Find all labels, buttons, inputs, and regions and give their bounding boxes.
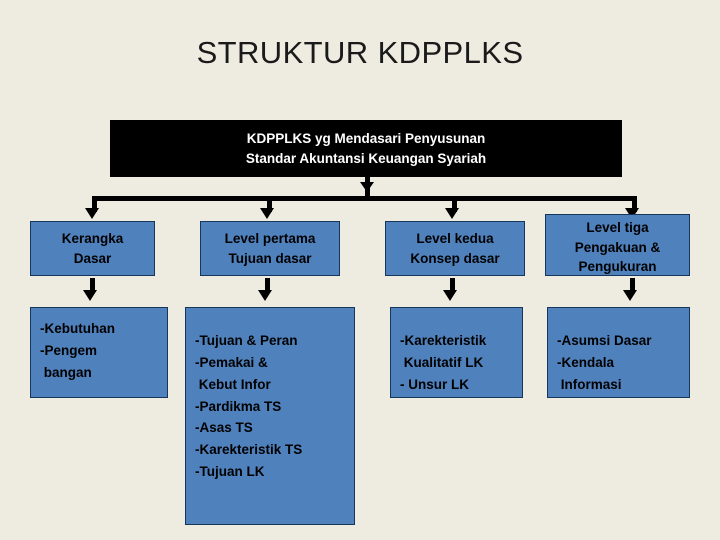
connector-drop-line-4 bbox=[632, 196, 637, 212]
connector-mid-line-1 bbox=[90, 278, 95, 293]
column-header-line-3a: Level kedua bbox=[416, 230, 494, 246]
column-body-line-2d: -Pardikma TS bbox=[195, 398, 282, 414]
column-body-box-4[interactable]: -Asumsi Dasar -Kendala Informasi bbox=[547, 307, 690, 398]
column-header-box-2[interactable]: Level pertama Tujuan dasar bbox=[200, 221, 340, 276]
root-banner-line-2: Standar Akuntansi Keuangan Syariah bbox=[245, 150, 487, 166]
column-body-box-3[interactable]: -Karekteristik Kualitatif LK - Unsur LK bbox=[390, 307, 523, 398]
connector-drop-line-2 bbox=[267, 196, 272, 212]
column-header-line-4c: Pengukuran bbox=[578, 259, 657, 275]
connector-mid-line-2 bbox=[265, 278, 270, 293]
column-body-line-2b: -Pemakai & bbox=[195, 354, 268, 370]
column-header-line-1a: Kerangka bbox=[61, 230, 124, 246]
column-body-box-1[interactable]: -Kebutuhan -Pengem bangan bbox=[30, 307, 168, 398]
column-body-line-4c: Informasi bbox=[557, 376, 622, 392]
connector-drop-arrowhead-icon-3 bbox=[445, 208, 459, 219]
page-title: STRUKTUR KDPPLKS bbox=[196, 35, 524, 70]
column-header-line-4a: Level tiga bbox=[586, 220, 649, 235]
column-body-line-3b: Kualitatif LK bbox=[400, 354, 484, 370]
column-body-line-2f: -Karekteristik TS bbox=[195, 442, 303, 458]
column-body-line-3c: - Unsur LK bbox=[400, 376, 469, 392]
column-body-line-2c: Kebut Infor bbox=[195, 376, 271, 392]
column-body-line-3a: -Karekteristik bbox=[400, 333, 487, 348]
connector-mid-arrowhead-icon-4 bbox=[623, 290, 637, 301]
connector-drop-line-3 bbox=[452, 196, 457, 212]
root-banner: KDPPLKS yg Mendasari Penyusunan Standar … bbox=[110, 120, 622, 177]
column-body-line-4b: -Kendala bbox=[557, 354, 615, 370]
connector-mid-arrowhead-icon-3 bbox=[443, 290, 457, 301]
column-header-line-1b: Dasar bbox=[73, 250, 112, 266]
column-header-line-2a: Level pertama bbox=[224, 230, 316, 246]
column-body-box-2[interactable]: -Tujuan & Peran -Pemakai & Kebut Infor -… bbox=[185, 307, 355, 525]
column-body-line-2g: -Tujuan LK bbox=[195, 464, 265, 480]
column-header-line-2b: Tujuan dasar bbox=[228, 250, 312, 266]
column-header-box-1[interactable]: Kerangka Dasar bbox=[30, 221, 155, 276]
connector-bus-bar bbox=[92, 196, 637, 201]
column-header-line-3b: Konsep dasar bbox=[410, 250, 500, 266]
connector-drop-line-1 bbox=[92, 196, 97, 212]
connector-drop-arrowhead-icon-4 bbox=[625, 208, 639, 219]
connector-mid-arrowhead-icon-1 bbox=[83, 290, 97, 301]
column-body-line-1a: -Kebutuhan bbox=[40, 321, 115, 336]
column-header-line-4b: Pengakuan & bbox=[574, 239, 661, 255]
column-body-line-2a: -Tujuan & Peran bbox=[195, 333, 298, 348]
column-header-box-4[interactable]: Level tiga Pengakuan & Pengukuran bbox=[545, 214, 690, 276]
connector-mid-line-3 bbox=[450, 278, 455, 293]
connector-stem-arrowhead-icon bbox=[360, 182, 374, 192]
root-banner-line-1: KDPPLKS yg Mendasari Penyusunan bbox=[246, 131, 486, 147]
column-body-line-4a: -Asumsi Dasar bbox=[557, 333, 652, 348]
column-body-line-1b: -Pengem bbox=[40, 342, 98, 358]
column-body-line-2e: -Asas TS bbox=[195, 420, 253, 436]
column-body-line-1c: bangan bbox=[40, 364, 92, 380]
connector-mid-line-4 bbox=[630, 278, 635, 293]
connector-mid-arrowhead-icon-2 bbox=[258, 290, 272, 301]
connector-drop-arrowhead-icon-1 bbox=[85, 208, 99, 219]
connector-drop-arrowhead-icon-2 bbox=[260, 208, 274, 219]
column-header-box-3[interactable]: Level kedua Konsep dasar bbox=[385, 221, 525, 276]
